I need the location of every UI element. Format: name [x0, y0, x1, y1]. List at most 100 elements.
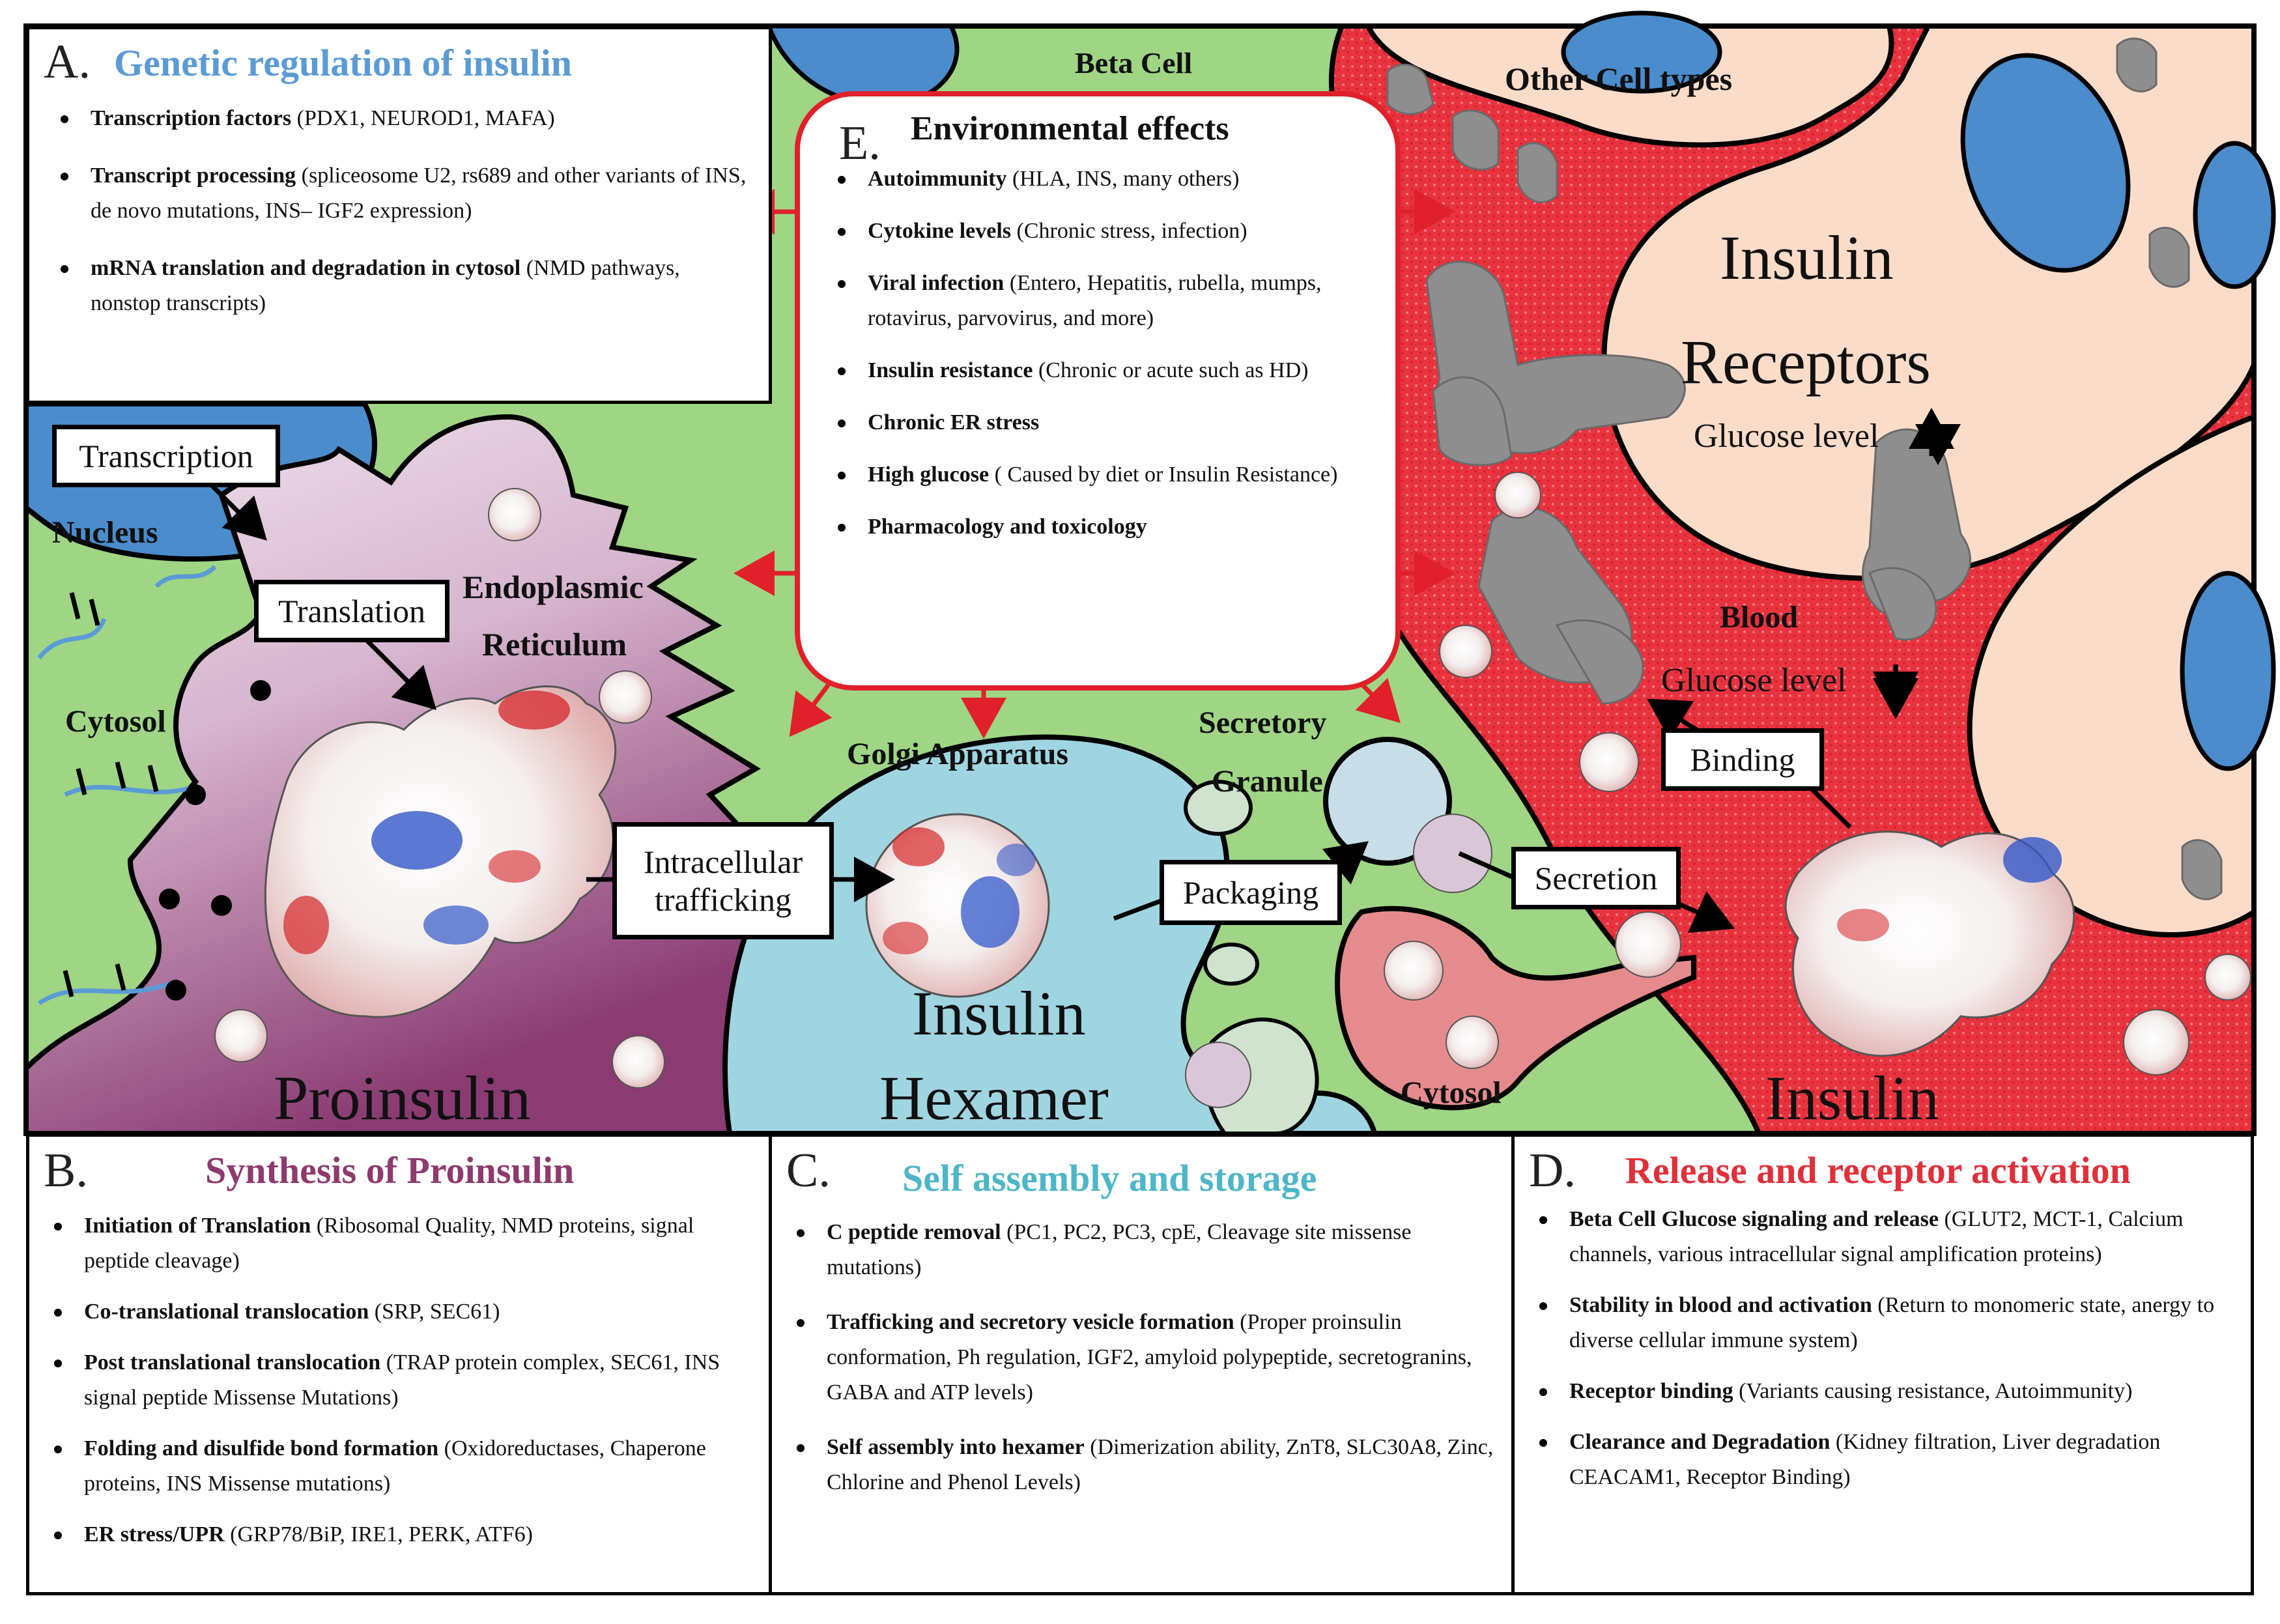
bullet-item: Transcription factors (PDX1, NEUROD1, MA…	[49, 101, 752, 136]
secretion-box: Secretion	[1511, 847, 1681, 909]
cytosol-right-label: Cytosol	[1401, 1076, 1502, 1110]
bullet-item: Initiation of Translation (Ribosomal Qua…	[42, 1208, 759, 1279]
bullet-item-detail: (GRP78/BiP, IRE1, PERK, ATF6)	[224, 1522, 533, 1546]
other-cell-3	[1967, 413, 2257, 937]
insulin-monomer-protein	[1784, 831, 2075, 1057]
bullet-item-detail: ( Caused by diet or Insulin Resistance)	[989, 463, 1338, 487]
bullet-item-detail: (spliceosome U2, rs689 and other variant…	[91, 164, 747, 223]
bullet-item-detail: (Chronic or acute such as HD)	[1033, 358, 1309, 382]
bullet-item-detail: (Proper proinsulin conformation, Ph regu…	[827, 1310, 1472, 1404]
bullet-item-heading: Folding and disulfide bond formation	[84, 1436, 439, 1460]
bullet-item-detail: (Chronic stress, infection)	[1011, 219, 1247, 243]
bullet-item-detail: (TRAP protein complex, SEC61, INS signal…	[84, 1350, 720, 1410]
panel-d-title: Release and receptor activation	[1625, 1149, 2131, 1191]
bullet-item-heading: ER stress/UPR	[84, 1522, 225, 1546]
bullet-item: Receptor binding (Variants causing resis…	[1528, 1374, 2244, 1409]
other-cell-nucleus-top	[2193, 141, 2276, 289]
transcription-box: Transcription	[52, 425, 280, 487]
bullet-item-heading: Cytokine levels	[868, 219, 1012, 243]
secretory-label-line1: Secretory	[1199, 705, 1327, 740]
small-vesicle-1	[1184, 780, 1253, 836]
beta-cell-label: Beta Cell	[1075, 46, 1193, 79]
bullet-item-heading: Insulin resistance	[868, 358, 1033, 382]
bullet-item: Chronic ER stress	[826, 405, 1386, 440]
panel-b: B. Synthesis of Proinsulin Initiation of…	[26, 1133, 772, 1595]
bullet-item: Beta Cell Glucose signaling and release …	[1528, 1202, 2244, 1272]
bullet-item-heading: Initiation of Translation	[84, 1214, 311, 1238]
bullet-item-detail: (Variants causing resistance, Autoimmuni…	[1733, 1379, 2133, 1403]
bullet-item-detail: (Return to monomeric state, anergy to di…	[1569, 1293, 2215, 1352]
bullet-item-heading: Transcript processing	[91, 164, 296, 188]
other-cell-types-label: Other Cell types	[1505, 61, 1733, 97]
bullet-item: Viral infection (Entero, Hepatitis, rube…	[826, 266, 1386, 336]
bullet-item: Cytokine levels (Chronic stress, infecti…	[826, 214, 1386, 249]
ribosomes	[159, 680, 271, 1001]
panel-a-letter: A.	[44, 35, 91, 89]
bullet-item-heading: mRNA translation and degradation in cyto…	[91, 256, 521, 280]
bullet-item: ER stress/UPR (GRP78/BiP, IRE1, PERK, AT…	[42, 1517, 759, 1552]
bullet-item: Clearance and Degradation (Kidney filtra…	[1528, 1425, 2244, 1495]
er-label-line2: Reticulum	[482, 626, 627, 662]
intracellular-line1: Intracellular	[643, 844, 803, 880]
bullet-item-detail: (Ribosomal Quality, NMD proteins, signal…	[84, 1214, 694, 1273]
bullet-item-detail: (GLUT2, MCT-1, Calcium channels, various…	[1569, 1207, 2184, 1266]
panel-c-letter: C.	[786, 1144, 831, 1197]
bullet-item-heading: Autoimmunity	[868, 167, 1007, 191]
glucose-up-label: Glucose level	[1694, 418, 1879, 455]
insulin-receptors-label-line1: Insulin	[1720, 223, 1894, 292]
insulin-hexamer-label-line2: Hexamer	[879, 1063, 1109, 1133]
blood-label: Blood	[1720, 600, 1799, 634]
panel-b-list: Initiation of Translation (Ribosomal Qua…	[42, 1208, 759, 1568]
er-label-line1: Endoplasmic	[463, 569, 644, 605]
bullet-item-heading: Beta Cell Glucose signaling and release	[1569, 1207, 1939, 1231]
bullet-item-heading: Pharmacology and toxicology	[868, 515, 1147, 539]
insulin-hexamer-protein	[865, 813, 1050, 998]
glucose-down-label: Glucose level	[1661, 662, 1847, 699]
bullet-item-detail: (HLA, INS, many others)	[1006, 167, 1240, 191]
panel-d-letter: D.	[1529, 1144, 1576, 1197]
other-cell-nucleus	[1960, 53, 2131, 273]
bullet-item-heading: Receptor binding	[1569, 1379, 1733, 1403]
bullet-item: Pharmacology and toxicology	[826, 509, 1386, 545]
bullet-item-heading: Trafficking and secretory vesicle format…	[827, 1310, 1234, 1334]
bullet-item-detail: (Kidney filtration, Liver degradation CE…	[1569, 1430, 2161, 1489]
panel-e-letter: E.	[839, 117, 881, 170]
bullet-item: Post translational translocation (TRAP p…	[42, 1345, 759, 1416]
bullet-item-heading: Post translational translocation	[84, 1350, 381, 1375]
glucose-arrows	[1873, 408, 1954, 713]
panel-b-title: Synthesis of Proinsulin	[205, 1149, 575, 1191]
secretory-label-line2: Granule	[1212, 764, 1323, 799]
bullet-item-detail: (Entero, Hepatitis, rubella, mumps, rota…	[868, 271, 1322, 330]
cytosol-left-label: Cytosol	[65, 704, 166, 739]
bullet-item-detail: (Oxidoreductases, Chaperone proteins, IN…	[84, 1436, 706, 1496]
bullet-item-heading: C peptide removal	[827, 1220, 1001, 1244]
panel-a-title: Genetic regulation of insulin	[114, 42, 573, 84]
panel-b-letter: B.	[44, 1144, 88, 1197]
small-protein-icons	[214, 472, 2251, 1108]
proinsulin-protein	[264, 685, 617, 1018]
bullet-item: Folding and disulfide bond formation (Ox…	[42, 1431, 759, 1502]
bullet-item-detail: (Dimerization ability, ZnT8, SLC30A8, Zi…	[827, 1435, 1494, 1494]
panel-c: C. Self assembly and storage C peptide r…	[769, 1133, 1515, 1595]
bullet-item-heading: Clearance and Degradation	[1569, 1430, 1831, 1454]
panel-a: A. Genetic regulation of insulin Transcr…	[26, 26, 772, 404]
bullet-item-heading: Co-translational translocation	[84, 1300, 369, 1324]
panel-e-list: Autoimmunity (HLA, INS, many others) Cyto…	[826, 162, 1386, 562]
bullet-item-heading: Stability in blood and activation	[1569, 1293, 1872, 1317]
nucleus-label: Nucleus	[52, 515, 158, 550]
secretory-granule	[1323, 737, 1452, 866]
insulin-receptor-icons	[1386, 37, 2223, 900]
panel-a-list: Transcription factors (PDX1, NEUROD1, MA…	[49, 101, 752, 343]
bullet-item-heading: Viral infection	[868, 271, 1005, 295]
panel-d: D. Release and receptor activation Beta …	[1511, 1133, 2254, 1595]
bullet-item: Co-translational translocation (SRP, SEC…	[42, 1294, 759, 1330]
mrna-strands	[37, 565, 217, 1005]
bullet-item: Trafficking and secretory vesicle format…	[785, 1305, 1502, 1410]
bullet-item: Transcript processing (spliceosome U2, r…	[49, 158, 752, 229]
bullet-item-detail: (SRP, SEC61)	[369, 1300, 500, 1324]
golgi-label: Golgi Apparatus	[847, 737, 1069, 771]
other-cell-nucleus-right	[2180, 571, 2276, 771]
bullet-item-heading: Self assembly into hexamer	[827, 1435, 1085, 1459]
intracellular-line2: trafficking	[654, 881, 792, 918]
bullet-item-heading: Transcription factors	[91, 106, 292, 130]
